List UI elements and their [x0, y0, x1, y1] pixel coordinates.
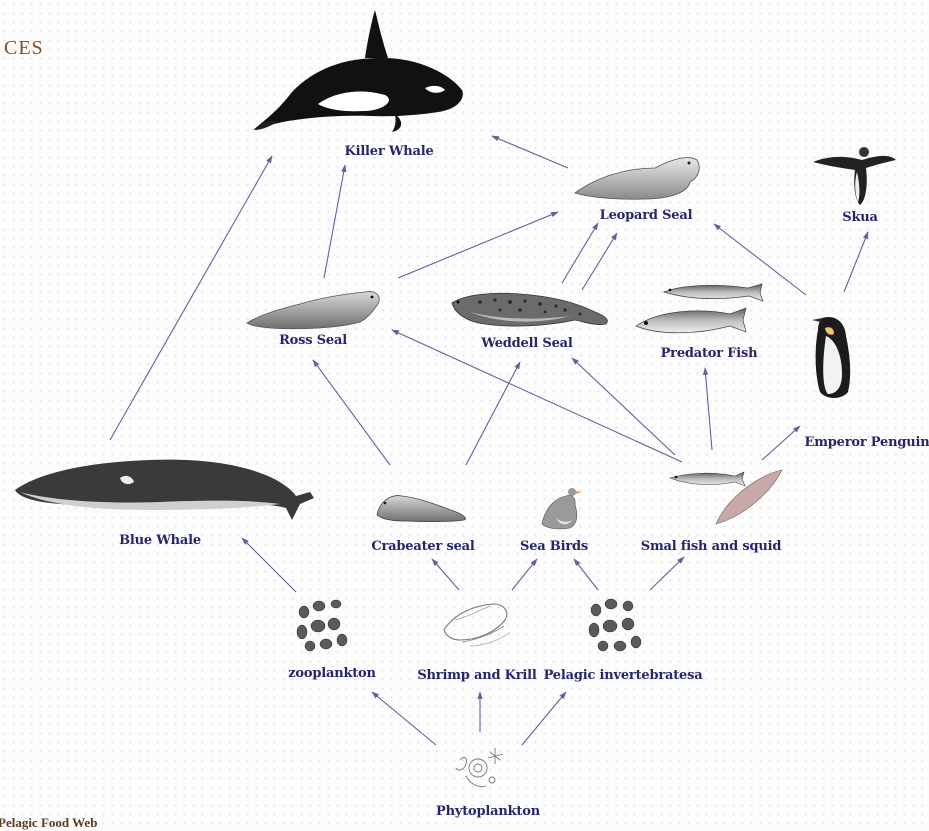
arrow-crabeater-seal-to-weddell-seal	[466, 362, 520, 465]
shrimp-krill-icon	[444, 604, 510, 646]
crabeater-seal-icon	[377, 496, 466, 522]
blue-whale-icon	[15, 460, 314, 520]
label-leopard-seal: Leopard Seal	[600, 208, 693, 223]
emperor-penguin-icon	[812, 317, 850, 398]
skua-icon	[813, 147, 896, 205]
ross-seal-icon	[247, 292, 379, 329]
pelagic-invertebrates-icon	[589, 599, 641, 651]
label-skua: Skua	[842, 210, 877, 225]
label-crabeater-seal: Crabeater seal	[371, 539, 474, 554]
arrow-small-fish-squid-to-emperor-penguin	[762, 426, 800, 460]
leopard-seal-icon	[575, 158, 699, 200]
arrow-pelagic-invertebrates-to-sea-birds	[574, 559, 598, 590]
weddell-seal-icon	[452, 293, 607, 326]
label-phytoplankton: Phytoplankton	[436, 804, 540, 819]
phytoplankton-icon	[456, 748, 503, 787]
arrow-shrimp-krill-to-crabeater-seal	[432, 559, 459, 590]
arrow-zooplankton-to-blue-whale	[242, 538, 296, 592]
predator-fish-icon	[636, 284, 763, 333]
arrow-blue-whale-to-killer-whale	[110, 156, 272, 440]
label-predator-fish: Predator Fish	[661, 346, 758, 361]
arrow-leopard-seal-to-killer-whale	[492, 136, 568, 168]
diagram-caption: Pelagic Food Web	[0, 815, 97, 831]
arrow-shrimp-krill-to-sea-birds	[512, 559, 537, 590]
arrow-ross-seal-to-leopard-seal	[398, 212, 558, 278]
label-blue-whale: Blue Whale	[119, 533, 201, 548]
arrow-small-fish-squid-to-weddell-seal	[572, 358, 675, 455]
label-pelagic-invertebrates: Pelagic invertebratesa	[544, 668, 703, 683]
killer-whale-icon	[253, 10, 463, 132]
arrows-layer	[110, 136, 868, 745]
arrow-crabeater-seal-to-ross-seal	[313, 360, 390, 465]
label-weddell-seal: Weddell Seal	[481, 336, 572, 351]
arrow-emperor-penguin-to-skua	[844, 232, 868, 292]
sea-birds-icon	[542, 488, 582, 529]
label-sea-birds: Sea Birds	[520, 539, 588, 554]
label-small-fish-squid: Smal fish and squid	[641, 539, 781, 554]
label-killer-whale: Killer Whale	[344, 144, 433, 159]
label-emperor-penguin: Emperor Penguin	[804, 435, 929, 450]
arrow-phytoplankton-to-zooplankton	[372, 692, 436, 745]
arrow-ross-seal-to-killer-whale	[324, 165, 345, 278]
label-zooplankton: zooplankton	[288, 666, 376, 681]
label-ross-seal: Ross Seal	[279, 333, 347, 348]
label-shrimp-krill: Shrimp and Krill	[417, 668, 536, 683]
zooplankton-icon	[297, 600, 347, 651]
arrow-weddell-seal-to-leopard-seal	[562, 223, 598, 283]
arrow-pelagic-invertebrates-to-small-fish-squid	[650, 557, 684, 590]
arrow-phytoplankton-to-pelagic-invertebrates	[522, 692, 566, 745]
arrow-small-fish-squid-to-predator-fish	[705, 368, 712, 450]
small-fish-squid-icon	[670, 470, 782, 524]
